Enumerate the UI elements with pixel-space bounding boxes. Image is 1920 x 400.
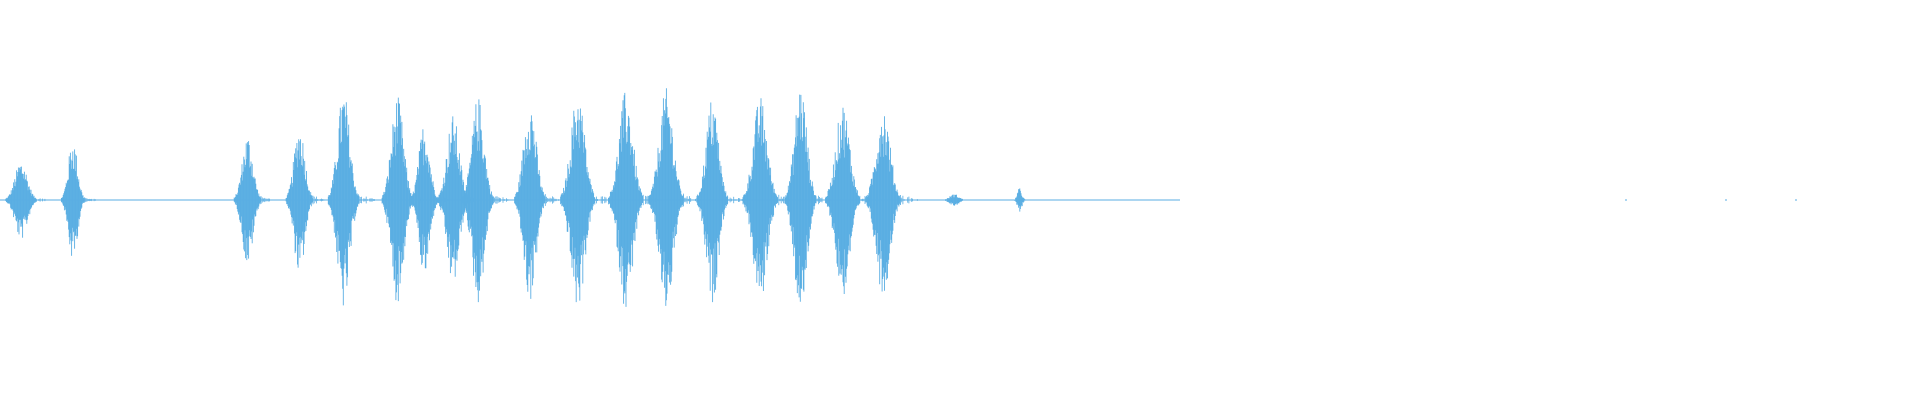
waveform-burst <box>945 194 963 206</box>
waveform-burst <box>1013 188 1026 212</box>
waveform-burst <box>60 149 96 256</box>
waveform-burst <box>865 116 918 292</box>
waveform-burst <box>5 166 46 238</box>
waveform-burst <box>381 97 427 302</box>
waveform-burst <box>437 116 483 277</box>
waveform-burst <box>825 107 877 294</box>
waveform-burst <box>410 129 450 269</box>
waveform-burst <box>784 94 831 302</box>
waveform-burst <box>514 115 562 299</box>
waveform-burst <box>560 108 613 303</box>
waveform-burst <box>696 102 743 303</box>
waveform-burst <box>285 139 325 268</box>
waveform-burst <box>327 102 376 306</box>
waveform-burst <box>233 141 270 261</box>
waveform-burst <box>462 99 509 303</box>
waveform-burst <box>608 92 661 307</box>
waveform-burst <box>648 88 701 306</box>
waveform-burst <box>742 98 794 291</box>
